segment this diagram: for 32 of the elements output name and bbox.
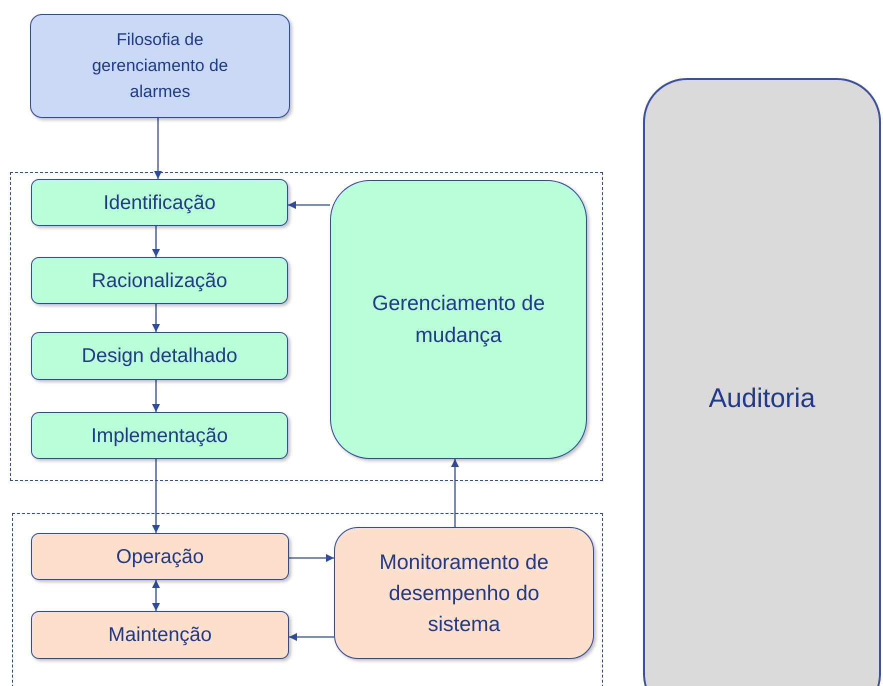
process-box: [31, 611, 289, 659]
arrow: [152, 580, 160, 611]
arrow: [152, 304, 160, 332]
node-label: Auditoria: [708, 382, 816, 415]
node-label: Maintenção: [108, 623, 212, 648]
node-label: Design detalhado: [82, 344, 238, 369]
dashed-group-frame: [12, 513, 603, 686]
process-box: [334, 527, 594, 659]
process-box: [31, 533, 289, 580]
arrow: [288, 201, 330, 209]
arrow: [152, 380, 160, 412]
arrow: [289, 633, 334, 641]
arrow: [154, 118, 162, 179]
process-box: [30, 14, 290, 118]
process-box: [330, 180, 587, 459]
arrow: [451, 459, 459, 527]
node-label: Monitoramento de desempenho do sistema: [378, 550, 550, 638]
arrow: [152, 226, 160, 257]
node-label: Racionalização: [92, 268, 228, 294]
arrow: [152, 459, 160, 533]
node-label: Implementação: [91, 424, 228, 448]
arrow: [289, 554, 334, 562]
process-box: [31, 332, 288, 380]
process-box: [31, 179, 288, 226]
dashed-group-frame: [10, 172, 603, 481]
process-box: [31, 257, 288, 304]
node-label: Filosofia de gerenciamento de alarmes: [90, 29, 230, 103]
process-box: [643, 78, 881, 686]
node-label: Operação: [116, 544, 204, 570]
node-label: Gerenciamento de mudança: [371, 290, 546, 348]
process-box: [31, 412, 288, 459]
node-label: Identificação: [103, 190, 216, 216]
